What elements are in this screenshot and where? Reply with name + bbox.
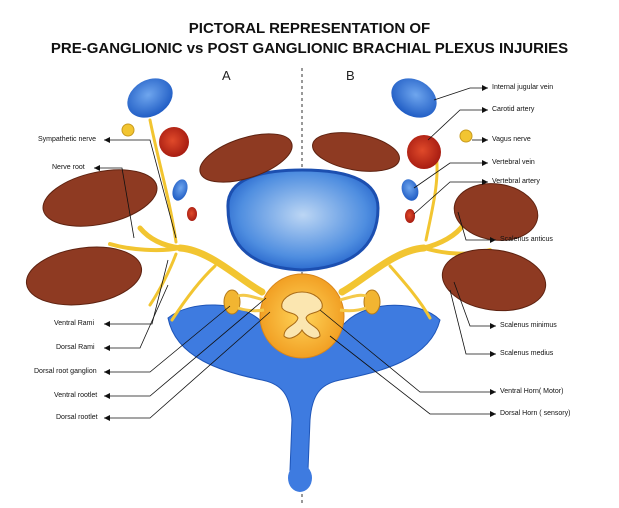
panel-label-a: A (222, 68, 231, 83)
vertebral-body (226, 168, 380, 272)
label-scalenus-anticus: Scalenus anticus (500, 236, 553, 243)
diagram-title-line2: PRE-GANGLIONIC vs POST GANGLIONIC BRACHI… (50, 40, 569, 57)
label-carotid-artery: Carotid artery (492, 106, 535, 113)
muscle-right-anterior (312, 132, 400, 172)
label-vagus-nerve: Vagus nerve (492, 136, 531, 143)
label-dorsal-rami: Dorsal Rami (56, 344, 95, 351)
dural-sac-tail (288, 464, 312, 492)
label-vertebral-vein: Vertebral vein (492, 159, 535, 166)
carotid-artery-left (159, 127, 189, 157)
label-sympathetic-nerve: Sympathetic nerve (38, 136, 96, 143)
dorsal-root-ganglion-left (223, 289, 241, 315)
label-vertebral-artery: Vertebral artery (492, 178, 540, 185)
label-ventral-horn: Ventral Horn( Motor) (500, 388, 564, 395)
label-ventral-rami: Ventral Rami (54, 320, 95, 327)
carotid-artery-right (407, 135, 441, 169)
label-nerve-root: Nerve root (52, 164, 85, 171)
vagus-nerve-right (459, 129, 473, 143)
leader-lines-right (319, 87, 496, 415)
vagus-nerve-left (121, 123, 135, 137)
muscle-left-anterior (199, 133, 293, 183)
label-scalenus-minimus: Scalenus minimus (500, 322, 557, 329)
label-internal-jugular-vein: Internal jugular vein (492, 84, 554, 91)
vertebral-artery-left (187, 207, 197, 221)
internal-jugular-vein-left (127, 78, 173, 118)
leader-lines-left (94, 139, 271, 419)
label-dorsal-horn: Dorsal Horn ( sensory) (500, 410, 571, 417)
muscle-left-lower (25, 246, 143, 306)
vertebral-vein-right (401, 179, 419, 201)
arrowheads (94, 85, 496, 421)
grey-matter (281, 291, 323, 339)
dorsal-root-ganglion-right (363, 289, 381, 315)
label-dorsal-rootlet: Dorsal rootlet (56, 414, 98, 421)
panel-label-b: B (346, 68, 355, 83)
muscle-left-upper (42, 169, 158, 227)
scalenus-minimus-muscle (441, 248, 547, 312)
label-dorsal-root-ganglion: Dorsal root ganglion (34, 368, 97, 375)
internal-jugular-vein-right (391, 78, 437, 118)
diagram-title-line1: PICTORAL REPRESENTATION OF (188, 20, 431, 37)
vertebral-vein-left (172, 179, 188, 201)
vertebral-artery-right (405, 209, 415, 223)
label-scalenus-medius: Scalenus medius (500, 350, 554, 357)
label-ventral-rootlet: Ventral rootlet (54, 392, 98, 399)
rootlets (237, 293, 367, 313)
